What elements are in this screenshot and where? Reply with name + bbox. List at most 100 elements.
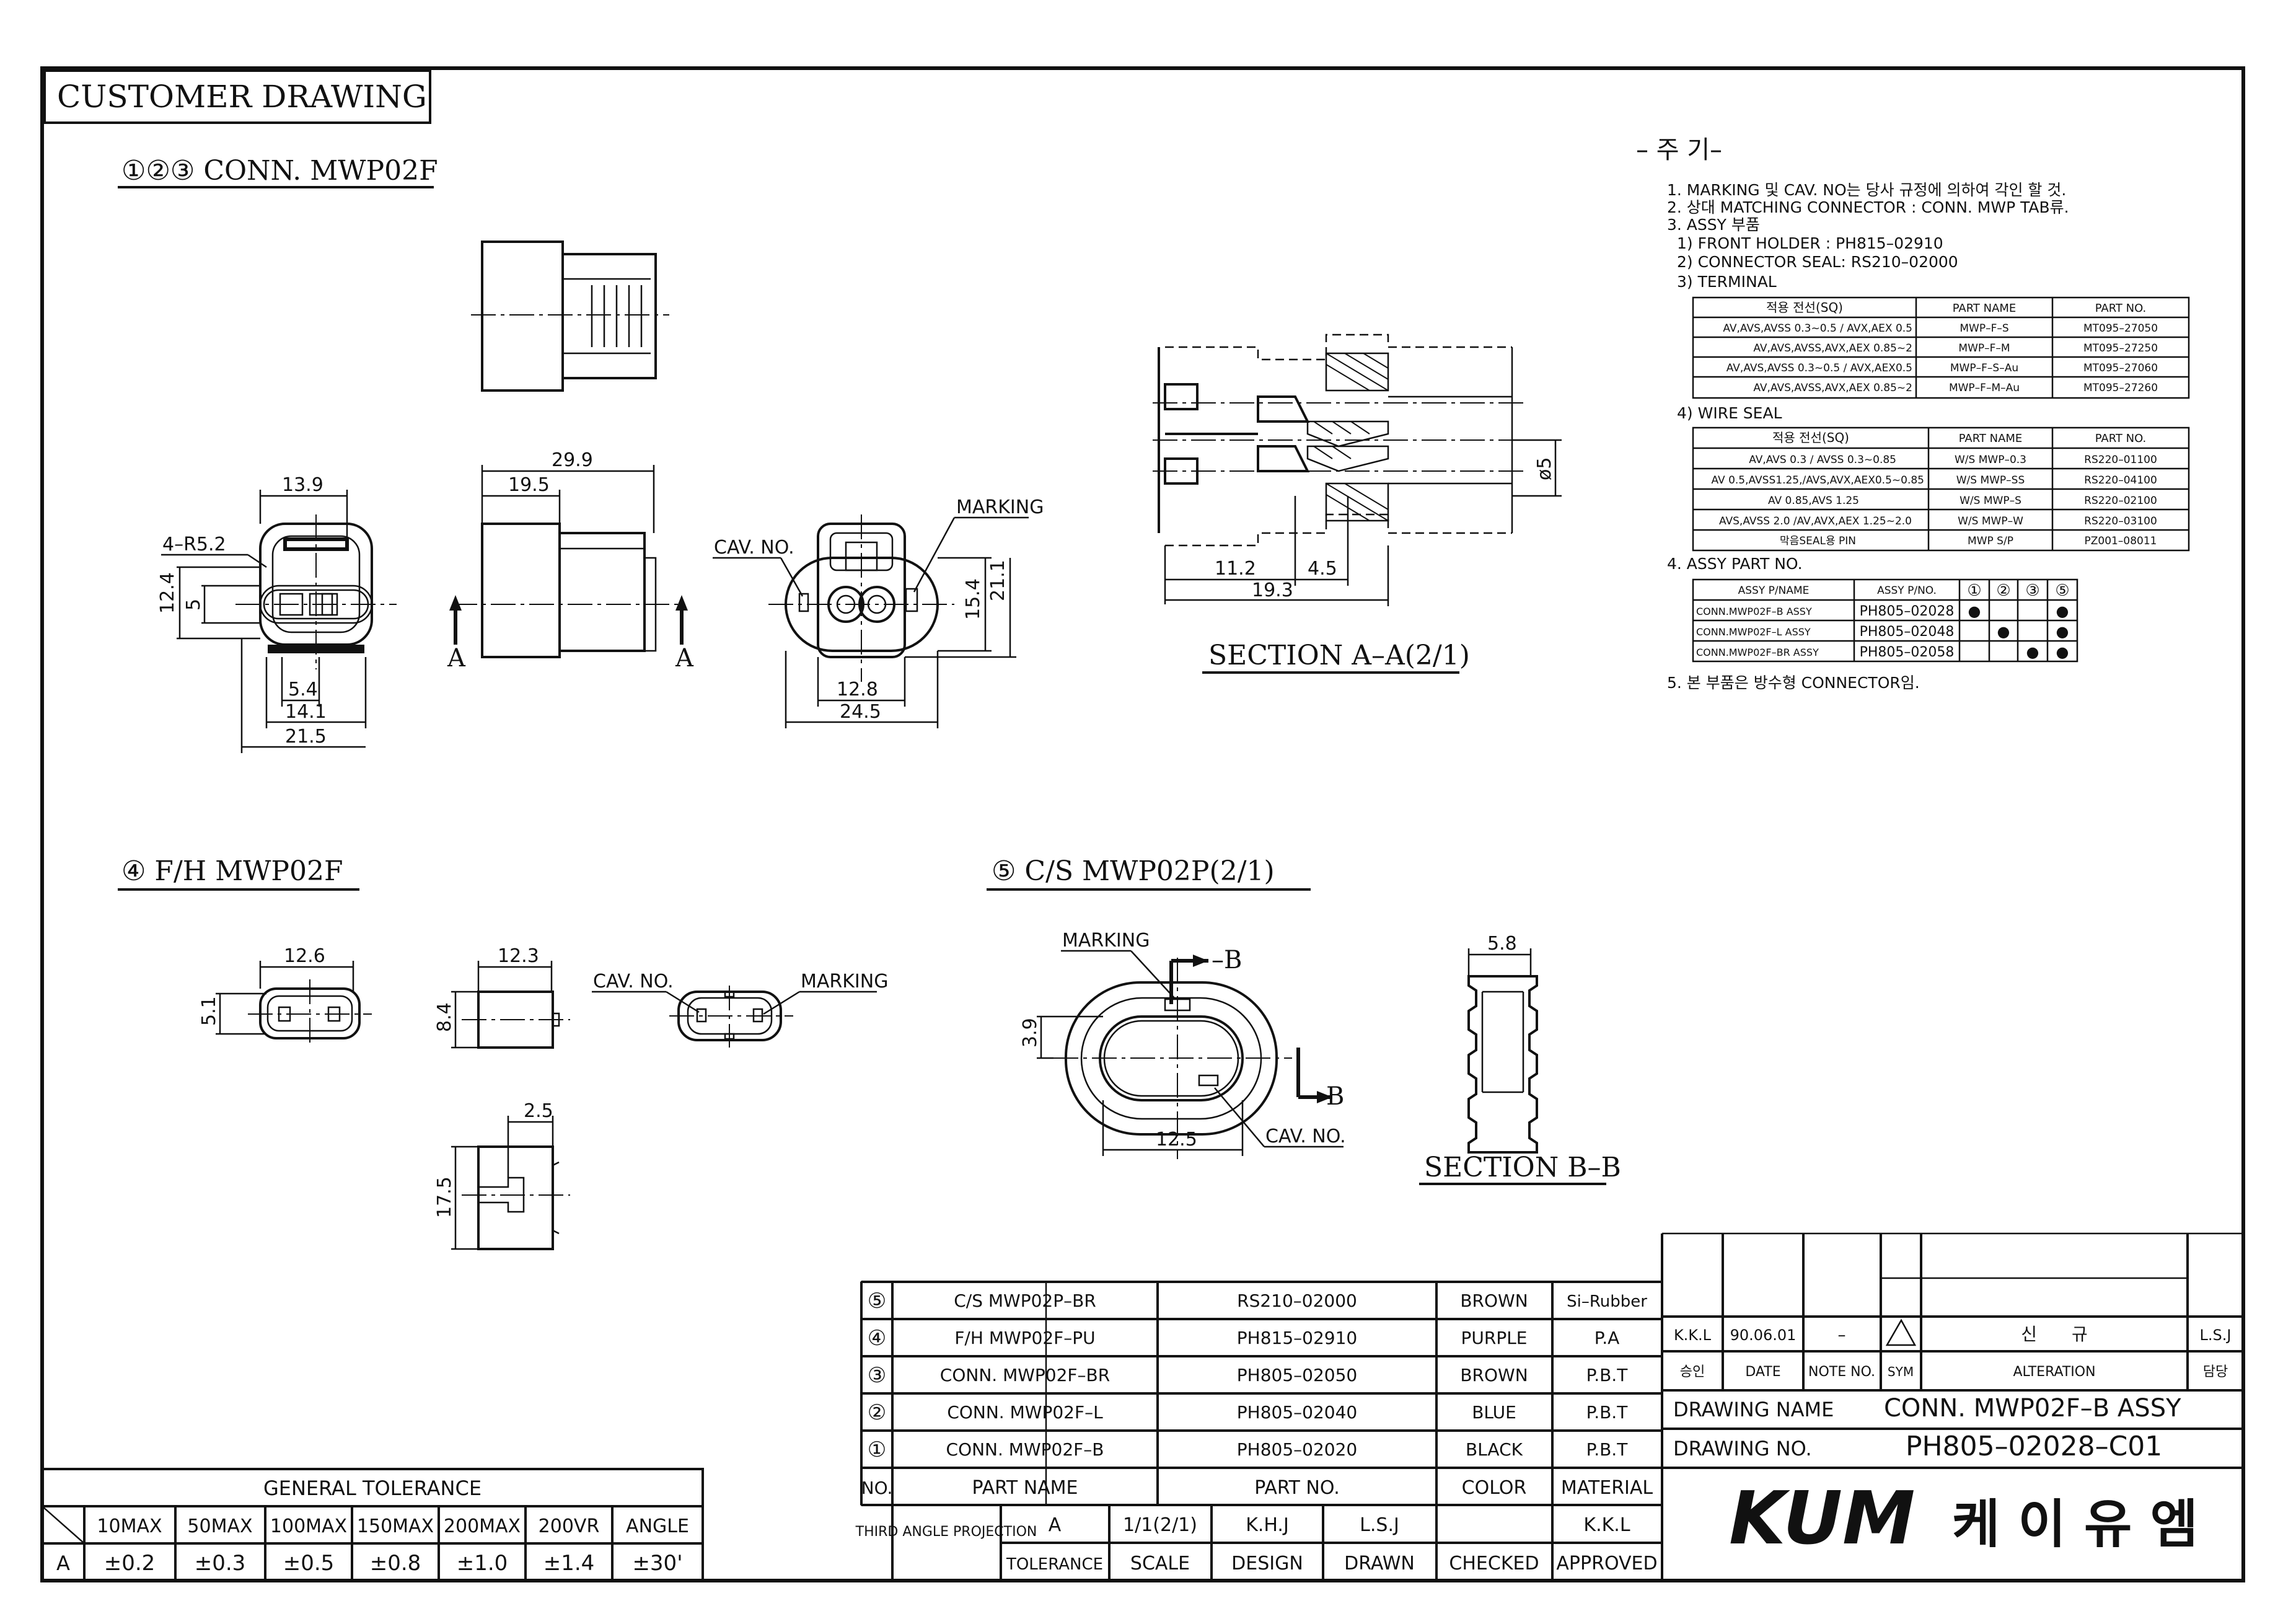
bom-header: NO. [861, 1478, 893, 1498]
bom-header: PART NAME [972, 1477, 1078, 1499]
dim-14-1: 14.1 [285, 701, 327, 723]
wireseal-cell: MWP S/P [1968, 535, 2013, 547]
tolerance-header: 150MAX [357, 1516, 434, 1537]
assy-cell: ● [2056, 643, 2069, 661]
assy-header: ASSY P/NAME [1738, 585, 1810, 597]
dim-12-5: 12.5 [1156, 1129, 1197, 1150]
wireseal-header-name: PART NAME [1959, 432, 2023, 445]
assy-cell: ● [2056, 602, 2069, 620]
revision-cell: K.K.L [1674, 1326, 1712, 1344]
conn-side-dims: 29.9 19.5 A A [447, 449, 694, 673]
note-1: 1. MARKING 및 CAV. NO는 당사 규정에 의하여 각인 할 것. [1667, 181, 2066, 199]
revision-header: 담당 [2203, 1364, 2228, 1380]
dim-17-5: 17.5 [434, 1176, 455, 1218]
drawing-no: PH805–02028–C01 [1906, 1431, 2162, 1462]
assy-cell: ● [1997, 623, 2010, 640]
marking-label: MARKING [956, 496, 1044, 518]
bom-table: ⑤ C/S MWP02P–BR RS210–02000 BROWN Si–Rub… [860, 1281, 1662, 1506]
wireseal-cell: RS220–01100 [2084, 454, 2157, 466]
revision-cell: – [1838, 1326, 1846, 1344]
bom-cell: PH805–02050 [1237, 1365, 1357, 1385]
terminal-table: 적용 전선(SQ) PART NAME PART NO. AV,AVS,AVSS… [1692, 296, 2190, 399]
terminal-header-no: PART NO. [2095, 302, 2147, 315]
fh-bottom-view: 2.5 17.5 [434, 1100, 570, 1250]
bom-cell: P.B.T [1586, 1365, 1629, 1385]
bom-header: PART NO. [1254, 1477, 1340, 1499]
dim-29-9: 29.9 [552, 449, 593, 471]
note-4: 4. ASSY PART NO. [1667, 555, 1803, 573]
cs-marking-label: MARKING [1062, 930, 1150, 951]
notes-block: – 주 기– 1. MARKING 및 CAV. NO는 당사 규정에 의하여 … [1636, 136, 2069, 692]
section-mark-a-right: A [675, 644, 694, 673]
drawing-name: CONN. MWP02F–B ASSY [1884, 1394, 2181, 1423]
bom-cell: ③ [868, 1363, 886, 1388]
terminal-cell: MWP–F–S [1960, 322, 2008, 335]
conn-top-view [471, 241, 669, 392]
bom-cell: P.B.T [1586, 1439, 1629, 1460]
note-3: 3. ASSY 부품 [1667, 216, 1760, 234]
section-a-a-title: SECTION A–A(2/1) [1208, 640, 1470, 671]
terminal-cell: MWP–F–M–Au [1949, 382, 2020, 394]
tolerance-value: ±0.3 [195, 1551, 246, 1576]
bom-cell: PH805–02020 [1237, 1439, 1357, 1460]
revision-header: ALTERATION [2013, 1364, 2095, 1380]
wireseal-cell: RS220–02100 [2084, 495, 2157, 507]
revision-header: NOTE NO. [1808, 1364, 1875, 1380]
tolerance-value: ±0.8 [370, 1551, 421, 1576]
revision-header: DATE [1745, 1364, 1780, 1380]
bom-cell: Si–Rubber [1567, 1292, 1647, 1311]
approval-label: TOLERANCE [1006, 1555, 1103, 1574]
assy-cell: ● [1968, 602, 1981, 620]
bom-cell: BLUE [1472, 1402, 1516, 1423]
dim-5-4: 5.4 [288, 679, 318, 700]
cs-cav-no-label: CAV. NO. [1265, 1126, 1346, 1147]
dim-11-2: 11.2 [1215, 558, 1256, 580]
bom-cell: C/S MWP02P–BR [954, 1291, 1096, 1311]
wireseal-cell: W/S MWP–W [1958, 515, 2023, 527]
fh-side-view: 12.3 8.4 [434, 945, 570, 1049]
cs-view-title: ⑤ C/S MWP02P(2/1) [992, 855, 1275, 887]
conn-rear-view [768, 514, 954, 682]
revision-header: 승인 [1680, 1364, 1705, 1380]
note-3-1: 1) FRONT HOLDER : PH815–02910 [1677, 234, 1943, 252]
title-box-text: CUSTOMER DRAWING [57, 79, 427, 115]
revision-cell: 90.06.01 [1730, 1326, 1797, 1344]
terminal-cell: MT095–27050 [2083, 322, 2158, 335]
bom-cell: PURPLE [1461, 1328, 1527, 1348]
note-2: 2. 상대 MATCHING CONNECTOR : CONN. MWP TAB… [1667, 198, 2069, 216]
dim-21-5: 21.5 [285, 726, 327, 748]
bom-cell: PH815–02910 [1237, 1328, 1357, 1348]
tolerance-header: 100MAX [270, 1516, 347, 1537]
tolerance-row-label: A [56, 1551, 70, 1575]
drawing-name-label: DRAWING NAME [1673, 1398, 1834, 1421]
wireseal-cell: 막음SEAL용 PIN [1780, 535, 1856, 547]
bom-cell: BROWN [1460, 1291, 1528, 1311]
bom-cell: CONN. MWP02F–B [946, 1439, 1104, 1460]
bom-cell: CONN. MWP02F–L [947, 1402, 1103, 1423]
tolerance-value: ±30' [632, 1551, 682, 1576]
assy-cell: PH805–02048 [1860, 624, 1955, 640]
revision-cell: L.S.J [2200, 1326, 2232, 1344]
approval-value: K.K.L [1583, 1514, 1630, 1536]
wireseal-cell: W/S MWP–S [1960, 495, 2021, 507]
section-mark-a-left: A [447, 644, 466, 673]
assy-cell: ● [2026, 643, 2039, 661]
approval-label: CHECKED [1449, 1553, 1539, 1574]
terminal-cell: MWP–F–M [1958, 342, 2010, 355]
wireseal-cell: AV,AVS 0.3 / AVSS 0.3~0.85 [1749, 454, 1896, 466]
wire-seal-table: 적용 전선(SQ) PART NAME PART NO. AV,AVS 0.3 … [1692, 426, 2190, 552]
tolerance-header: 200MAX [444, 1516, 521, 1537]
approval-block: THIRD ANGLE PROJECTION A 1/1(2/1) K.H.J … [855, 1505, 1662, 1581]
fh-marking-label: MARKING [801, 971, 888, 992]
approval-label: DRAWN [1344, 1553, 1415, 1574]
revision-header: SYM [1888, 1364, 1914, 1379]
approval-value: L.S.J [1360, 1514, 1399, 1536]
wireseal-cell: W/S MWP–0.3 [1955, 454, 2026, 466]
note-3-4: 4) WIRE SEAL [1677, 404, 1782, 422]
dim-12-4: 12.4 [157, 572, 178, 614]
dim-15-4: 15.4 [962, 578, 984, 620]
assy-cell: PH805–02058 [1860, 645, 1955, 660]
tolerance-header: 200VR [539, 1516, 600, 1537]
dim-12-6: 12.6 [284, 945, 325, 967]
approval-value: K.H.J [1246, 1514, 1289, 1536]
